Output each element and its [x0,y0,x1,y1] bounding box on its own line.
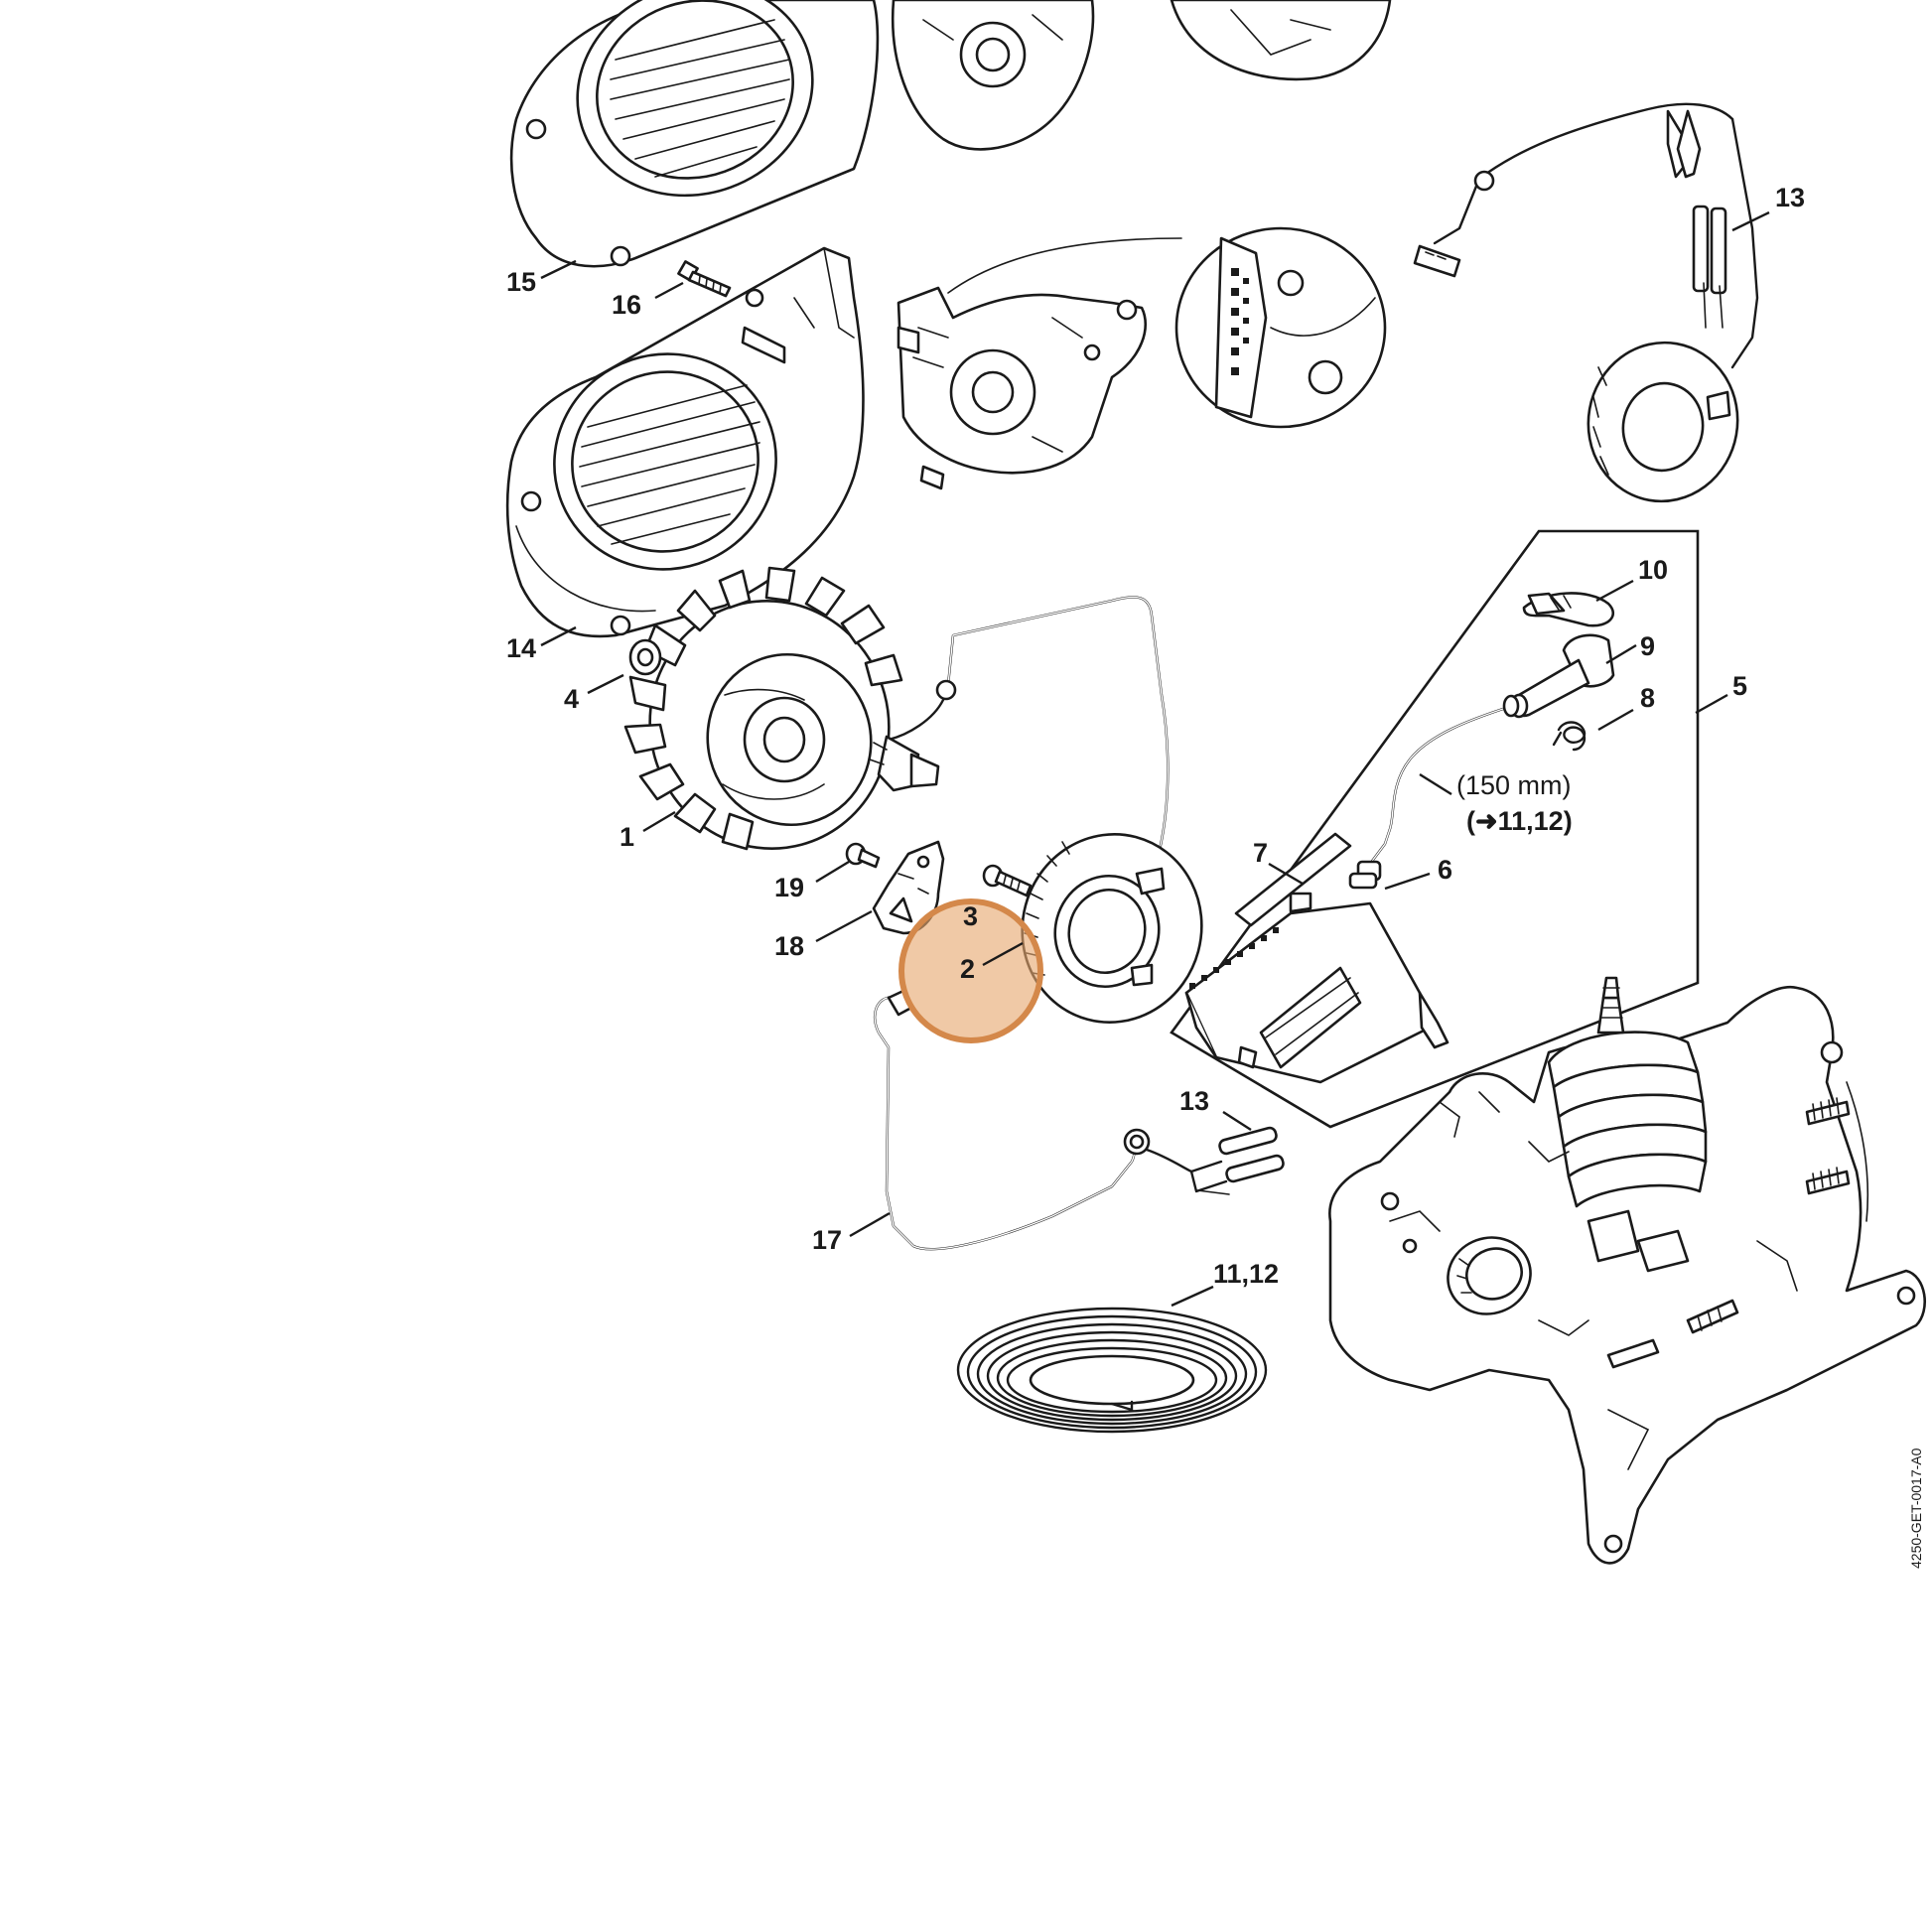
detail-view-middle [947,226,1387,429]
highlight-marker [898,898,1043,1043]
label-15[interactable]: 15 [506,267,536,297]
spark-plug-boot-10[interactable] [1522,592,1615,627]
ignition-coil-2[interactable] [1001,814,1222,1042]
note-ref-parts: 11,12 [1498,806,1564,836]
flywheel-1[interactable] [622,566,917,876]
note-arrow: ➜ [1475,806,1498,836]
engine-crankcase [1328,976,1926,1565]
drawing-reference-code: 4250-GET-0017-A0 [1908,1448,1924,1569]
kit-box-5 [1170,529,1700,1129]
label-2[interactable]: 2 [960,954,975,984]
label-17[interactable]: 17 [812,1225,842,1255]
label-14[interactable]: 14 [506,633,536,663]
note-paren-close: ) [1564,806,1573,836]
sleeve-6[interactable] [1348,860,1382,890]
ignition-module [1184,892,1449,1084]
label-3[interactable]: 3 [963,901,978,931]
label-13-top[interactable]: 13 [1775,183,1805,212]
label-4[interactable]: 4 [564,684,579,714]
ignition-housing-top [891,0,1095,151]
bracket-18[interactable] [872,840,945,935]
fan-housing-14[interactable] [505,246,865,638]
screw-16[interactable] [677,260,732,298]
label-13-bottom[interactable]: 13 [1179,1086,1209,1116]
tubing-11-12[interactable] [956,1307,1268,1434]
label-6[interactable]: 6 [1438,855,1452,885]
note-reference: (➜11,12) [1466,806,1573,836]
ignition-module-top-right [1413,102,1759,503]
screw-19[interactable] [845,842,881,869]
ignition-wire-17[interactable] [873,989,1230,1251]
fan-housing-15[interactable] [509,0,880,268]
label-7[interactable]: 7 [1253,838,1268,868]
adhesive-strip-7[interactable] [1234,832,1352,927]
sleeve-13-bottom[interactable] [1218,1126,1285,1183]
label-18[interactable]: 18 [774,931,804,961]
nut-4[interactable] [628,638,662,676]
spring-8[interactable] [1552,721,1587,752]
ignition-lead-150mm [1368,694,1520,866]
note-paren-open: ( [1466,806,1475,836]
label-5[interactable]: 5 [1732,671,1747,701]
label-1[interactable]: 1 [620,822,634,852]
note-length: (150 mm) [1456,770,1572,800]
label-19[interactable]: 19 [774,873,804,902]
wire-harness-upper [869,596,1170,891]
ignition-housing-middle [897,286,1147,490]
screw-3[interactable] [982,864,1033,897]
leader-lines [540,210,1770,1308]
label-10[interactable]: 10 [1638,555,1668,585]
label-16[interactable]: 16 [612,290,641,320]
detail-view-top [1170,0,1392,81]
label-8[interactable]: 8 [1640,683,1655,713]
spark-plug-terminal-9[interactable] [1509,633,1615,719]
label-11-12[interactable]: 11,12 [1213,1259,1279,1289]
label-9[interactable]: 9 [1640,631,1655,661]
part-labels: 15 16 13 14 4 1 19 18 3 2 10 9 8 5 7 6 1… [506,183,1805,1289]
